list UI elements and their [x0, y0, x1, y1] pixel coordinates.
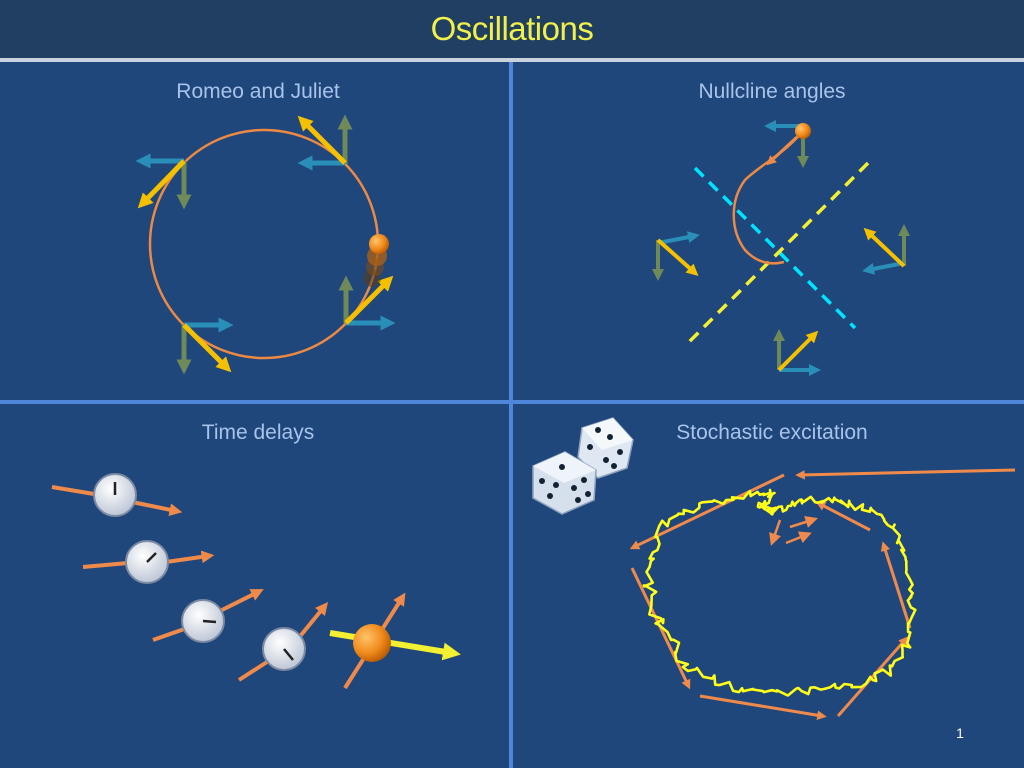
title-underline: [0, 58, 1024, 62]
slide-title: Oscillations: [430, 10, 594, 47]
nullcline-angles-label: Nullcline angles: [698, 80, 846, 103]
romeo-juliet-diagram: [135, 114, 396, 375]
dice-icon: [532, 417, 634, 515]
nullcline-yellow: [686, 161, 870, 345]
stochastic-excitation-label: Stochastic excitation: [676, 421, 868, 444]
arrow-orange: [789, 515, 818, 529]
arrow-orange: [217, 589, 264, 614]
vertical-divider: [509, 62, 513, 768]
arrow-orange: [237, 658, 272, 682]
arrow-yellow: [656, 238, 699, 276]
arrow-yellow: [344, 275, 394, 325]
arrow-yellow: [863, 227, 906, 268]
ball: [353, 624, 391, 662]
title-bar: [0, 0, 1024, 60]
arrow-orange: [880, 541, 912, 629]
arrow-orange: [131, 500, 183, 516]
clock-hand: [146, 552, 157, 563]
ball: [795, 123, 811, 139]
clock-hand: [283, 648, 294, 661]
arrow-orange: [785, 531, 812, 545]
ball: [369, 234, 389, 254]
arrow-orange: [769, 519, 782, 546]
stochastic-diagram: [532, 417, 1016, 720]
arrow-yellow: [182, 323, 232, 373]
arrow-orange: [165, 550, 215, 564]
arrow-orange: [629, 473, 785, 550]
arrow-orange: [815, 501, 871, 532]
arrow-yellow: [777, 330, 819, 372]
arrow-orange: [766, 135, 799, 166]
arrow-orange: [295, 602, 329, 642]
page-number: 1: [956, 725, 964, 741]
arrow-orange: [82, 561, 129, 569]
arrow-orange: [51, 485, 101, 497]
horizontal-divider: [0, 400, 1024, 404]
arrow-teal: [862, 261, 905, 275]
time-delays-label: Time delays: [201, 421, 315, 444]
arrow-yellow: [137, 159, 186, 209]
noisy-trace: [642, 488, 917, 697]
clock-hand: [202, 619, 217, 624]
arrow-teal: [657, 231, 700, 245]
nullcline-diagram: [652, 120, 910, 376]
nullcline-cyan: [693, 166, 857, 330]
arrow-yellow: [297, 115, 347, 165]
time-delays-diagram: [51, 473, 461, 690]
romeo-juliet-label: Romeo and Juliet: [176, 80, 340, 103]
arrow-orange: [795, 468, 1016, 480]
arrow-orange: [699, 694, 827, 720]
